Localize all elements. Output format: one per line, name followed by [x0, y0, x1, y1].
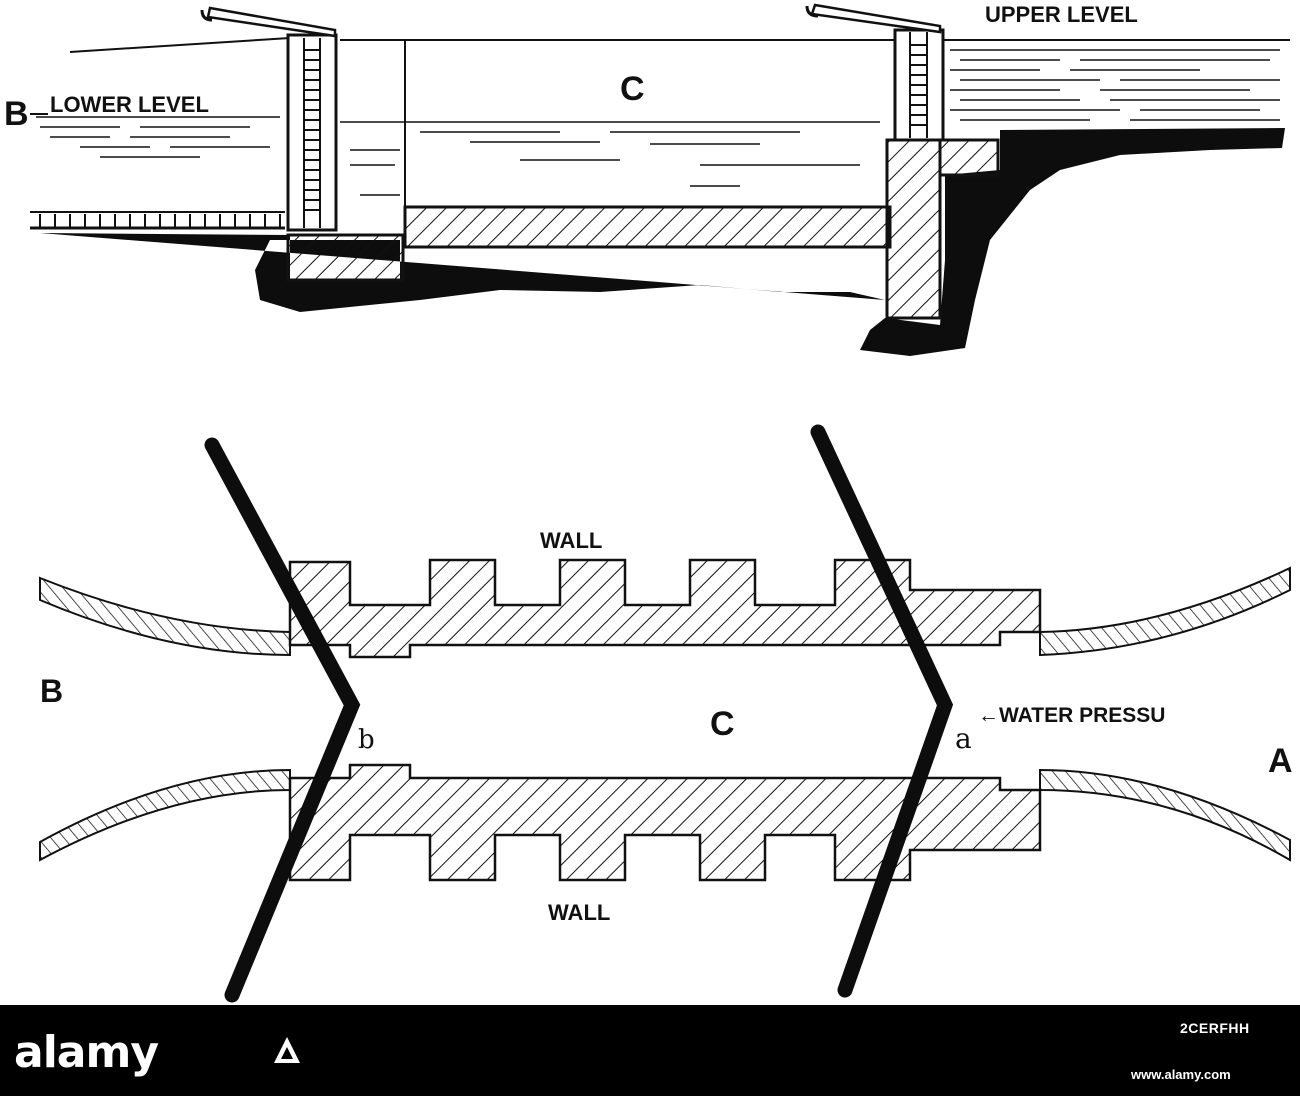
chamber-floor [403, 205, 892, 249]
plan-view: WALL WALL B C A b a ←WATER PRESSU [39, 424, 1293, 1003]
gate-a-label: a [955, 722, 972, 755]
gate-b-label: b [358, 725, 375, 755]
lower-water [36, 116, 280, 158]
upper-gate-pier [885, 138, 942, 320]
footer-url[interactable]: www.alamy.com [1131, 1067, 1231, 1082]
wall-bottom-label: WALL [548, 900, 610, 925]
bottom-wall [288, 763, 1042, 882]
top-wall [288, 558, 1042, 659]
canal-lock-diagram: UPPER LEVEL LOWER LEVEL C B WALL WALL B … [4, 2, 1293, 1003]
gate-a [810, 424, 954, 998]
section-chamber-label: C [620, 70, 645, 108]
left-bank-bottom [39, 768, 291, 862]
plan-b-label: B [40, 673, 63, 709]
upper-level-label: UPPER LEVEL [985, 2, 1138, 27]
gate-b [204, 437, 361, 1003]
upper-gate [805, 3, 945, 142]
section-view: UPPER LEVEL LOWER LEVEL C B [4, 2, 1290, 356]
stock-footer-bar: alamy 2CERFHH www.alamy.com [0, 1005, 1300, 1096]
plan-chamber-label: C [710, 705, 735, 743]
left-bank-top [39, 576, 291, 657]
right-bank-top [1039, 566, 1291, 657]
right-bank-bottom [1039, 768, 1291, 862]
upper-water [950, 49, 1280, 121]
footer-image-id: 2CERFHH [1180, 1020, 1250, 1036]
lower-gate [200, 6, 338, 232]
lower-level-label: LOWER LEVEL [50, 92, 209, 117]
alamy-a-icon [274, 1037, 300, 1063]
lower-bed-ticks [39, 214, 281, 228]
upper-sill [938, 138, 1000, 177]
chamber-water [340, 121, 880, 196]
footer-logo[interactable]: alamy [14, 1027, 159, 1078]
wall-top-label: WALL [540, 528, 602, 553]
plan-a-label: A [1268, 742, 1293, 780]
lower-gate-sill [286, 233, 405, 282]
ground-mass [40, 128, 1285, 356]
water-pressure-label: ←WATER PRESSU [978, 704, 1165, 727]
section-b-label: B [4, 95, 29, 133]
